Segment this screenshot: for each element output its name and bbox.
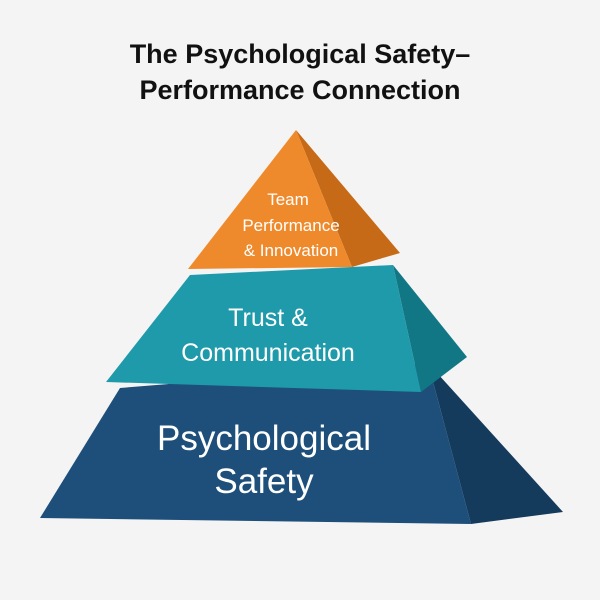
- tier-top-front-face: [188, 130, 352, 269]
- pyramid-tier-bottom: Psychological Safety: [40, 363, 563, 524]
- tier-middle-label-line-1: Trust &: [228, 304, 308, 332]
- tier-middle-label-line-2: Communication: [181, 339, 355, 367]
- tier-bottom-label-line-2: Safety: [214, 462, 314, 501]
- page-title-line-2: Performance Connection: [139, 75, 461, 105]
- tier-top-label-line-1: Team: [267, 190, 309, 209]
- tier-bottom-label-line-1: Psychological: [157, 419, 371, 458]
- tier-bottom-front-face: [40, 363, 471, 524]
- tier-middle-side-face: [393, 265, 467, 392]
- page-title: The Psychological Safety– Performance Co…: [0, 36, 600, 108]
- tier-middle-front-face: [106, 265, 421, 392]
- page-title-line-1: The Psychological Safety–: [129, 39, 471, 69]
- tier-top-side-face: [296, 130, 400, 267]
- tier-top-label-line-2: Performance: [242, 216, 339, 235]
- pyramid-tier-top: Team Performance & Innovation: [188, 130, 400, 269]
- tier-bottom-side-face: [428, 363, 563, 524]
- tier-top-label-line-3: & Innovation: [244, 241, 339, 260]
- pyramid-tier-middle: Trust & Communication: [106, 265, 467, 392]
